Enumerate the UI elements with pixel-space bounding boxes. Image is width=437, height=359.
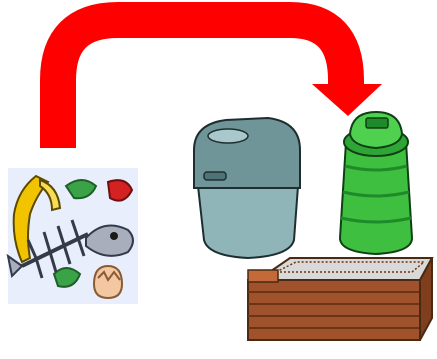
- wooden-compost-box-icon: [248, 258, 432, 340]
- compost-caddy-icon: [194, 118, 300, 258]
- food-scraps-icon: [8, 168, 138, 304]
- compost-bin-icon: [340, 112, 412, 254]
